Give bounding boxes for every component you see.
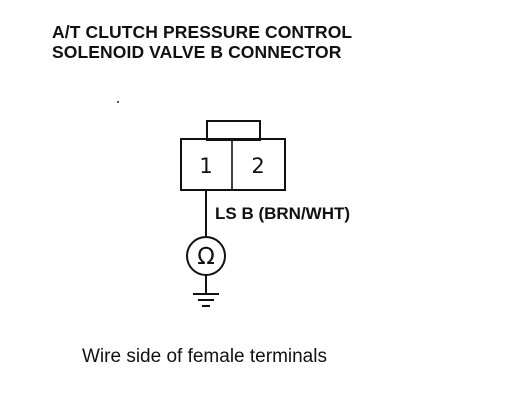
ground-icon (193, 293, 219, 307)
connector-housing (180, 120, 286, 191)
connector-pin-1: 1 (199, 154, 212, 178)
ohm-symbol: Ω (197, 244, 215, 270)
connector-body (180, 138, 286, 191)
diagram-title-line-2: SOLENOID VALVE B CONNECTOR (52, 42, 342, 62)
ohmmeter-icon: Ω (186, 236, 226, 276)
connector-pin-2: 2 (251, 154, 264, 178)
diagram-caption: Wire side of female terminals (82, 346, 327, 367)
connector-lock-tab (206, 120, 261, 141)
scan-speck (117, 101, 119, 103)
wire-label: LS B (BRN/WHT) (215, 204, 350, 223)
diagram-title-line-1: A/T CLUTCH PRESSURE CONTROL (52, 22, 353, 42)
